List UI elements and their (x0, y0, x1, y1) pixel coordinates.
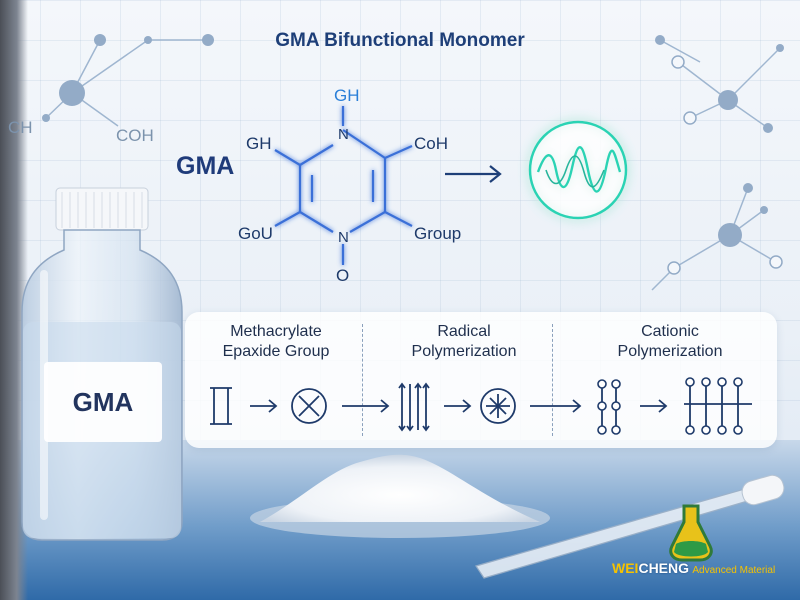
flask-icon (669, 504, 713, 562)
molecule-name: GMA (176, 152, 235, 180)
mol-left-upper: GH (246, 134, 272, 153)
section-cationic: Cationic Polymerization (590, 322, 750, 362)
logo-part-1: WEI (612, 560, 639, 576)
arrow-icon (530, 399, 582, 413)
page-title: GMA Bifunctional Monomer (275, 30, 525, 51)
circle-x-icon (291, 388, 327, 424)
mol-right-lower: Group (414, 224, 462, 243)
arrow-icon (250, 399, 278, 413)
process-panel (185, 312, 777, 448)
mol-right-upper: CoH (414, 134, 449, 153)
section-methacrylate: Methacrylate Epaxide Group (196, 322, 356, 362)
section-2-line-1: Radical (437, 323, 491, 340)
bottle-label: GMA (44, 362, 162, 442)
monomer-icon (210, 387, 232, 425)
chain-arrows-icon (398, 382, 430, 432)
mol-bottom-atom: N (338, 229, 349, 246)
bg-label-ch: CH (8, 118, 33, 137)
section-3-line-1: Cationic (641, 323, 699, 340)
arrow-icon (444, 399, 472, 413)
logo-part-3: Advanced Material (692, 565, 776, 576)
divider-2 (552, 324, 553, 436)
wave-icon (528, 120, 628, 220)
brand-logo: WEICHENG Advanced Material (612, 560, 775, 576)
polymer-network-icon (684, 384, 752, 430)
section-radical: Radical Polymerization (384, 322, 544, 362)
section-3-line-2: Polymerization (617, 343, 723, 360)
crosshair-icon (480, 388, 516, 424)
logo-part-2: CHENG (638, 560, 690, 576)
mol-top-atom: N (338, 126, 349, 143)
arrow-icon (342, 399, 390, 413)
section-1-line-2: Epaxide Group (222, 343, 330, 360)
mol-bottom-label: O (336, 266, 350, 285)
section-1-line-1: Methacrylate (230, 323, 322, 340)
bg-label-coh: COH (116, 126, 154, 145)
arrow-icon (640, 399, 668, 413)
arrow-icon (445, 165, 502, 183)
section-2-line-2: Polymerization (411, 343, 517, 360)
mol-left-lower: GoU (238, 224, 273, 243)
powder-pile (250, 454, 550, 538)
divider-1 (362, 324, 363, 436)
mol-top-label: GH (334, 86, 360, 105)
